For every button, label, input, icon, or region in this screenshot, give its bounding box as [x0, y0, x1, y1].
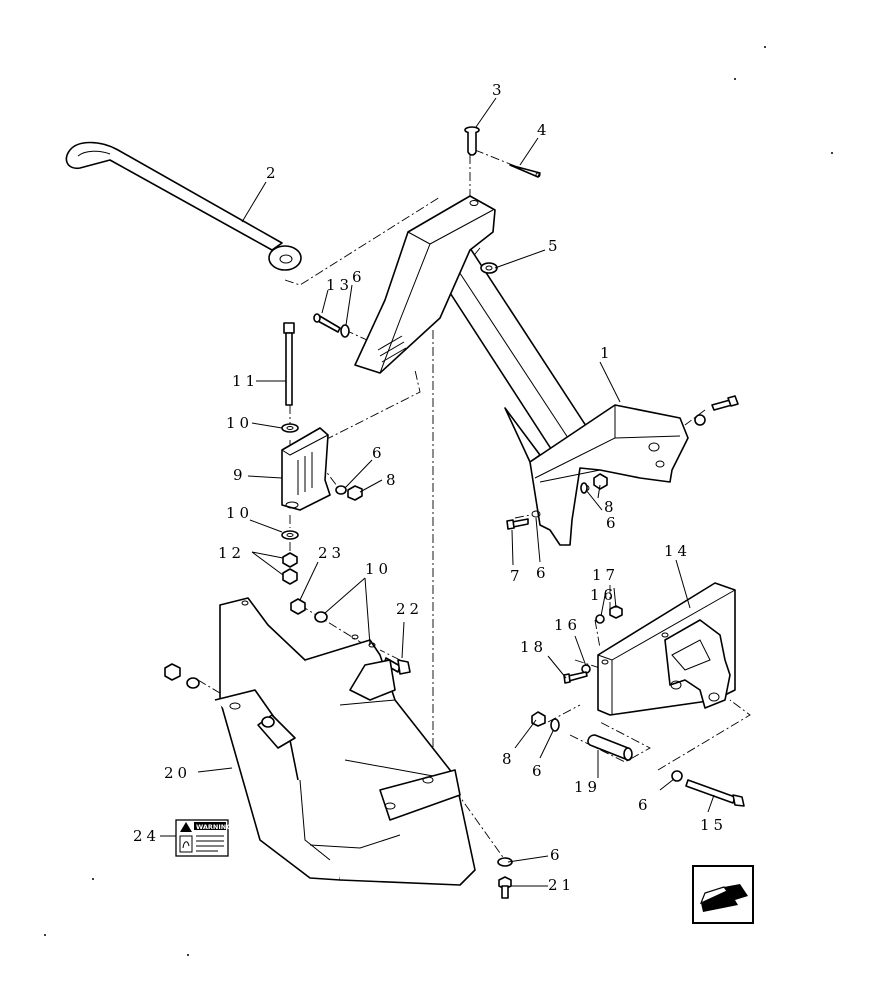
callout-8-frame: 8 — [604, 498, 618, 516]
hitch-pin — [464, 126, 480, 156]
callout-8-lower: 8 — [502, 750, 516, 768]
bolt-21 — [498, 876, 512, 899]
long-bolt — [283, 322, 295, 406]
orientation-arrow-icon — [692, 865, 754, 924]
callout-10-side: 10 — [365, 560, 392, 578]
washer-6-upper — [340, 324, 350, 338]
washer-left — [186, 677, 200, 689]
callout-8-bracket: 8 — [386, 471, 400, 489]
callout-10-upper: 10 — [226, 414, 253, 432]
callout-7: 7 — [510, 567, 524, 585]
callout-24: 24 — [133, 827, 160, 845]
washer-16-upper — [595, 614, 605, 624]
callout-21: 21 — [548, 876, 575, 894]
callout-6-upper: 6 — [352, 268, 366, 286]
callout-11: 11 — [232, 372, 259, 390]
callout-19: 19 — [574, 778, 601, 796]
callout-2: 2 — [266, 164, 280, 182]
washer-10-side — [314, 611, 328, 623]
callout-13: 13 — [326, 276, 353, 294]
callout-6-frame: 6 — [606, 514, 620, 532]
callout-1: 1 — [600, 344, 614, 362]
washer-6-lower — [550, 718, 560, 732]
callout-23: 23 — [318, 544, 345, 562]
sleeve-19 — [587, 734, 633, 761]
washer-6-bottom — [497, 857, 513, 867]
callout-6-bracket: 6 — [372, 444, 386, 462]
washer-rear — [694, 414, 706, 426]
washer-6-pin — [671, 770, 683, 782]
callout-5: 5 — [548, 237, 562, 255]
callout-6-lower: 6 — [532, 762, 546, 780]
leader-lines — [160, 97, 715, 887]
nut-left — [164, 663, 181, 681]
bolt-7 — [506, 518, 529, 530]
callout-12: 12 — [218, 544, 245, 562]
lower-bracket — [597, 582, 736, 716]
nut-8-frame — [593, 473, 608, 490]
bolt-rear — [711, 395, 739, 411]
callouts: 1 2 3 4 5 6 6 6 6 6 6 6 7 8 8 8 9 10 10 … — [133, 81, 727, 894]
jack-bracket — [281, 427, 331, 511]
guard-shield — [214, 597, 476, 886]
decal-title: WARNING — [196, 823, 232, 831]
nut-23 — [290, 598, 306, 615]
pin-clip — [509, 164, 541, 178]
callout-15: 15 — [700, 816, 727, 834]
bolt-15 — [685, 779, 745, 807]
callout-3: 3 — [492, 81, 506, 99]
nuts-12 — [282, 552, 298, 585]
washer-10-lower — [281, 530, 299, 540]
hitch-washer — [480, 262, 498, 274]
stray-dots — [44, 46, 833, 956]
nut-8-lower — [531, 711, 546, 727]
tow-handle — [65, 141, 302, 271]
callout-10-lower: 10 — [226, 504, 253, 522]
callout-20: 20 — [164, 764, 191, 782]
washer-6-frame — [580, 482, 588, 494]
warning-decal-icon: WARNING — [175, 819, 232, 857]
washer-6-bracket — [335, 485, 347, 495]
callout-6-frame-low: 6 — [536, 564, 550, 582]
callout-14: 14 — [664, 542, 691, 560]
callout-6-bottom: 6 — [550, 846, 564, 864]
callout-16-upper: 16 — [590, 586, 617, 604]
callout-18: 18 — [520, 638, 547, 656]
callout-16-lower: 16 — [554, 616, 581, 634]
washer-10-upper — [281, 423, 299, 433]
callout-17: 17 — [592, 566, 619, 584]
bolt-13 — [313, 313, 341, 333]
callout-9: 9 — [233, 466, 247, 484]
callout-22: 22 — [396, 600, 423, 618]
nut-8-bracket — [347, 485, 363, 501]
callout-6-pin: 6 — [638, 796, 652, 814]
bolt-18 — [563, 671, 588, 684]
callout-4: 4 — [537, 121, 551, 139]
hitch-frame — [354, 195, 689, 546]
